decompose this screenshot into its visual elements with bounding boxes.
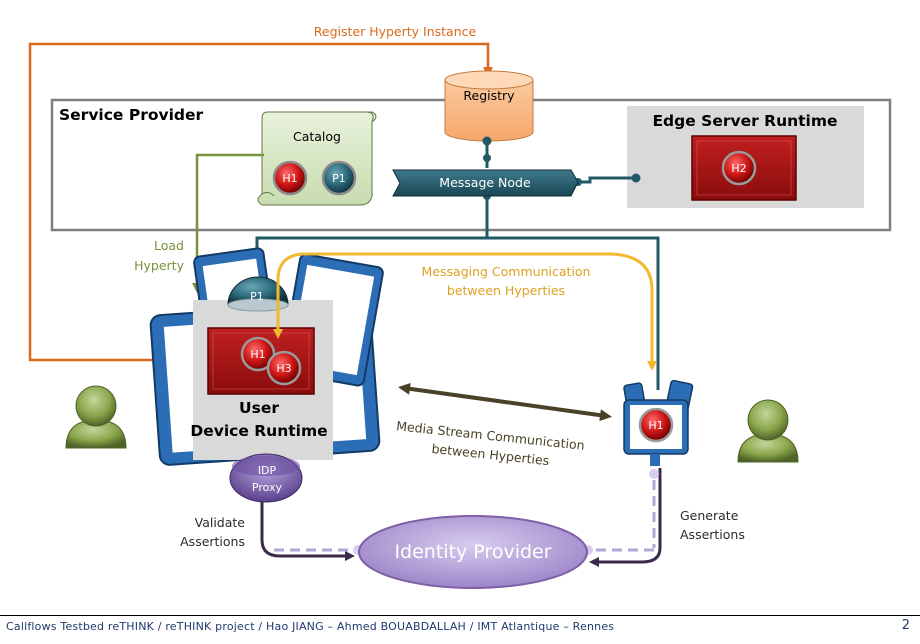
register-hyperty-connector: Register Hyperty Instance	[28, 24, 493, 362]
registry-database: Registry	[444, 70, 534, 142]
validate-label-2: Assertions	[180, 534, 245, 549]
register-hyperty-label: Register Hyperty Instance	[314, 24, 477, 39]
user-h1-badge: H1	[240, 336, 276, 372]
idp-proxy-label-1: IDP	[258, 464, 277, 477]
right-user-icon	[737, 399, 799, 463]
message-node: Message Node	[392, 169, 579, 197]
load-hyperty-label-2: Hyperty	[134, 258, 184, 273]
messaging-label-1: Messaging Communication	[422, 264, 591, 279]
user-runtime-label-1: User	[239, 399, 279, 417]
messaging-connector: Messaging Communication between Hypertie…	[273, 252, 657, 371]
validate-label-1: Validate	[195, 515, 246, 530]
edge-server-label: Edge Server Runtime	[652, 112, 837, 130]
user-device-runtime: User Device Runtime	[190, 300, 333, 460]
page-number: 2	[901, 618, 910, 633]
footer-caption: Callflows Testbed reTHINK / reTHINK proj…	[6, 620, 615, 633]
left-user-icon	[65, 385, 127, 449]
media-stream-connector: Media Stream Communication between Hyper…	[396, 382, 612, 468]
remote-h1-badge: H1	[638, 407, 674, 443]
user-runtime-label-2: Device Runtime	[190, 422, 327, 440]
generate-label-2: Assertions	[680, 527, 745, 542]
svg-text:H1: H1	[648, 419, 663, 432]
message-node-label: Message Node	[439, 175, 531, 190]
catalog-scroll: Catalog H1 P1	[257, 111, 377, 206]
svg-text:H1: H1	[250, 348, 265, 361]
service-provider-label: Service Provider	[59, 106, 204, 124]
hyperty-h2-badge: H2	[721, 150, 757, 186]
load-hyperty-connector: Load Hyperty	[134, 153, 264, 293]
svg-text:P1: P1	[250, 290, 264, 303]
load-hyperty-label-1: Load	[154, 238, 184, 253]
registry-label: Registry	[463, 88, 515, 103]
idp-proxy: IDP Proxy	[229, 453, 303, 503]
edge-server-runtime: Edge Server Runtime H2	[627, 106, 864, 208]
generate-label-1: Generate	[680, 508, 739, 523]
user-h3-badge: H3	[266, 350, 302, 386]
svg-text:P1: P1	[332, 172, 346, 185]
svg-text:H3: H3	[276, 362, 291, 375]
svg-text:H1: H1	[282, 172, 297, 185]
identity-provider-label: Identity Provider	[394, 541, 551, 563]
protostub-p1-badge: P1	[227, 276, 289, 312]
idp-proxy-label-2: Proxy	[252, 481, 283, 494]
catalog-p1-badge: P1	[321, 160, 357, 196]
footer-divider	[0, 615, 920, 616]
svg-text:H2: H2	[731, 162, 746, 175]
catalog-label: Catalog	[293, 129, 341, 144]
messaging-label-2: between Hyperties	[447, 283, 565, 298]
catalog-h1-badge: H1	[272, 160, 308, 196]
assertion-connectors	[260, 468, 662, 567]
identity-provider: Identity Provider	[358, 515, 588, 589]
